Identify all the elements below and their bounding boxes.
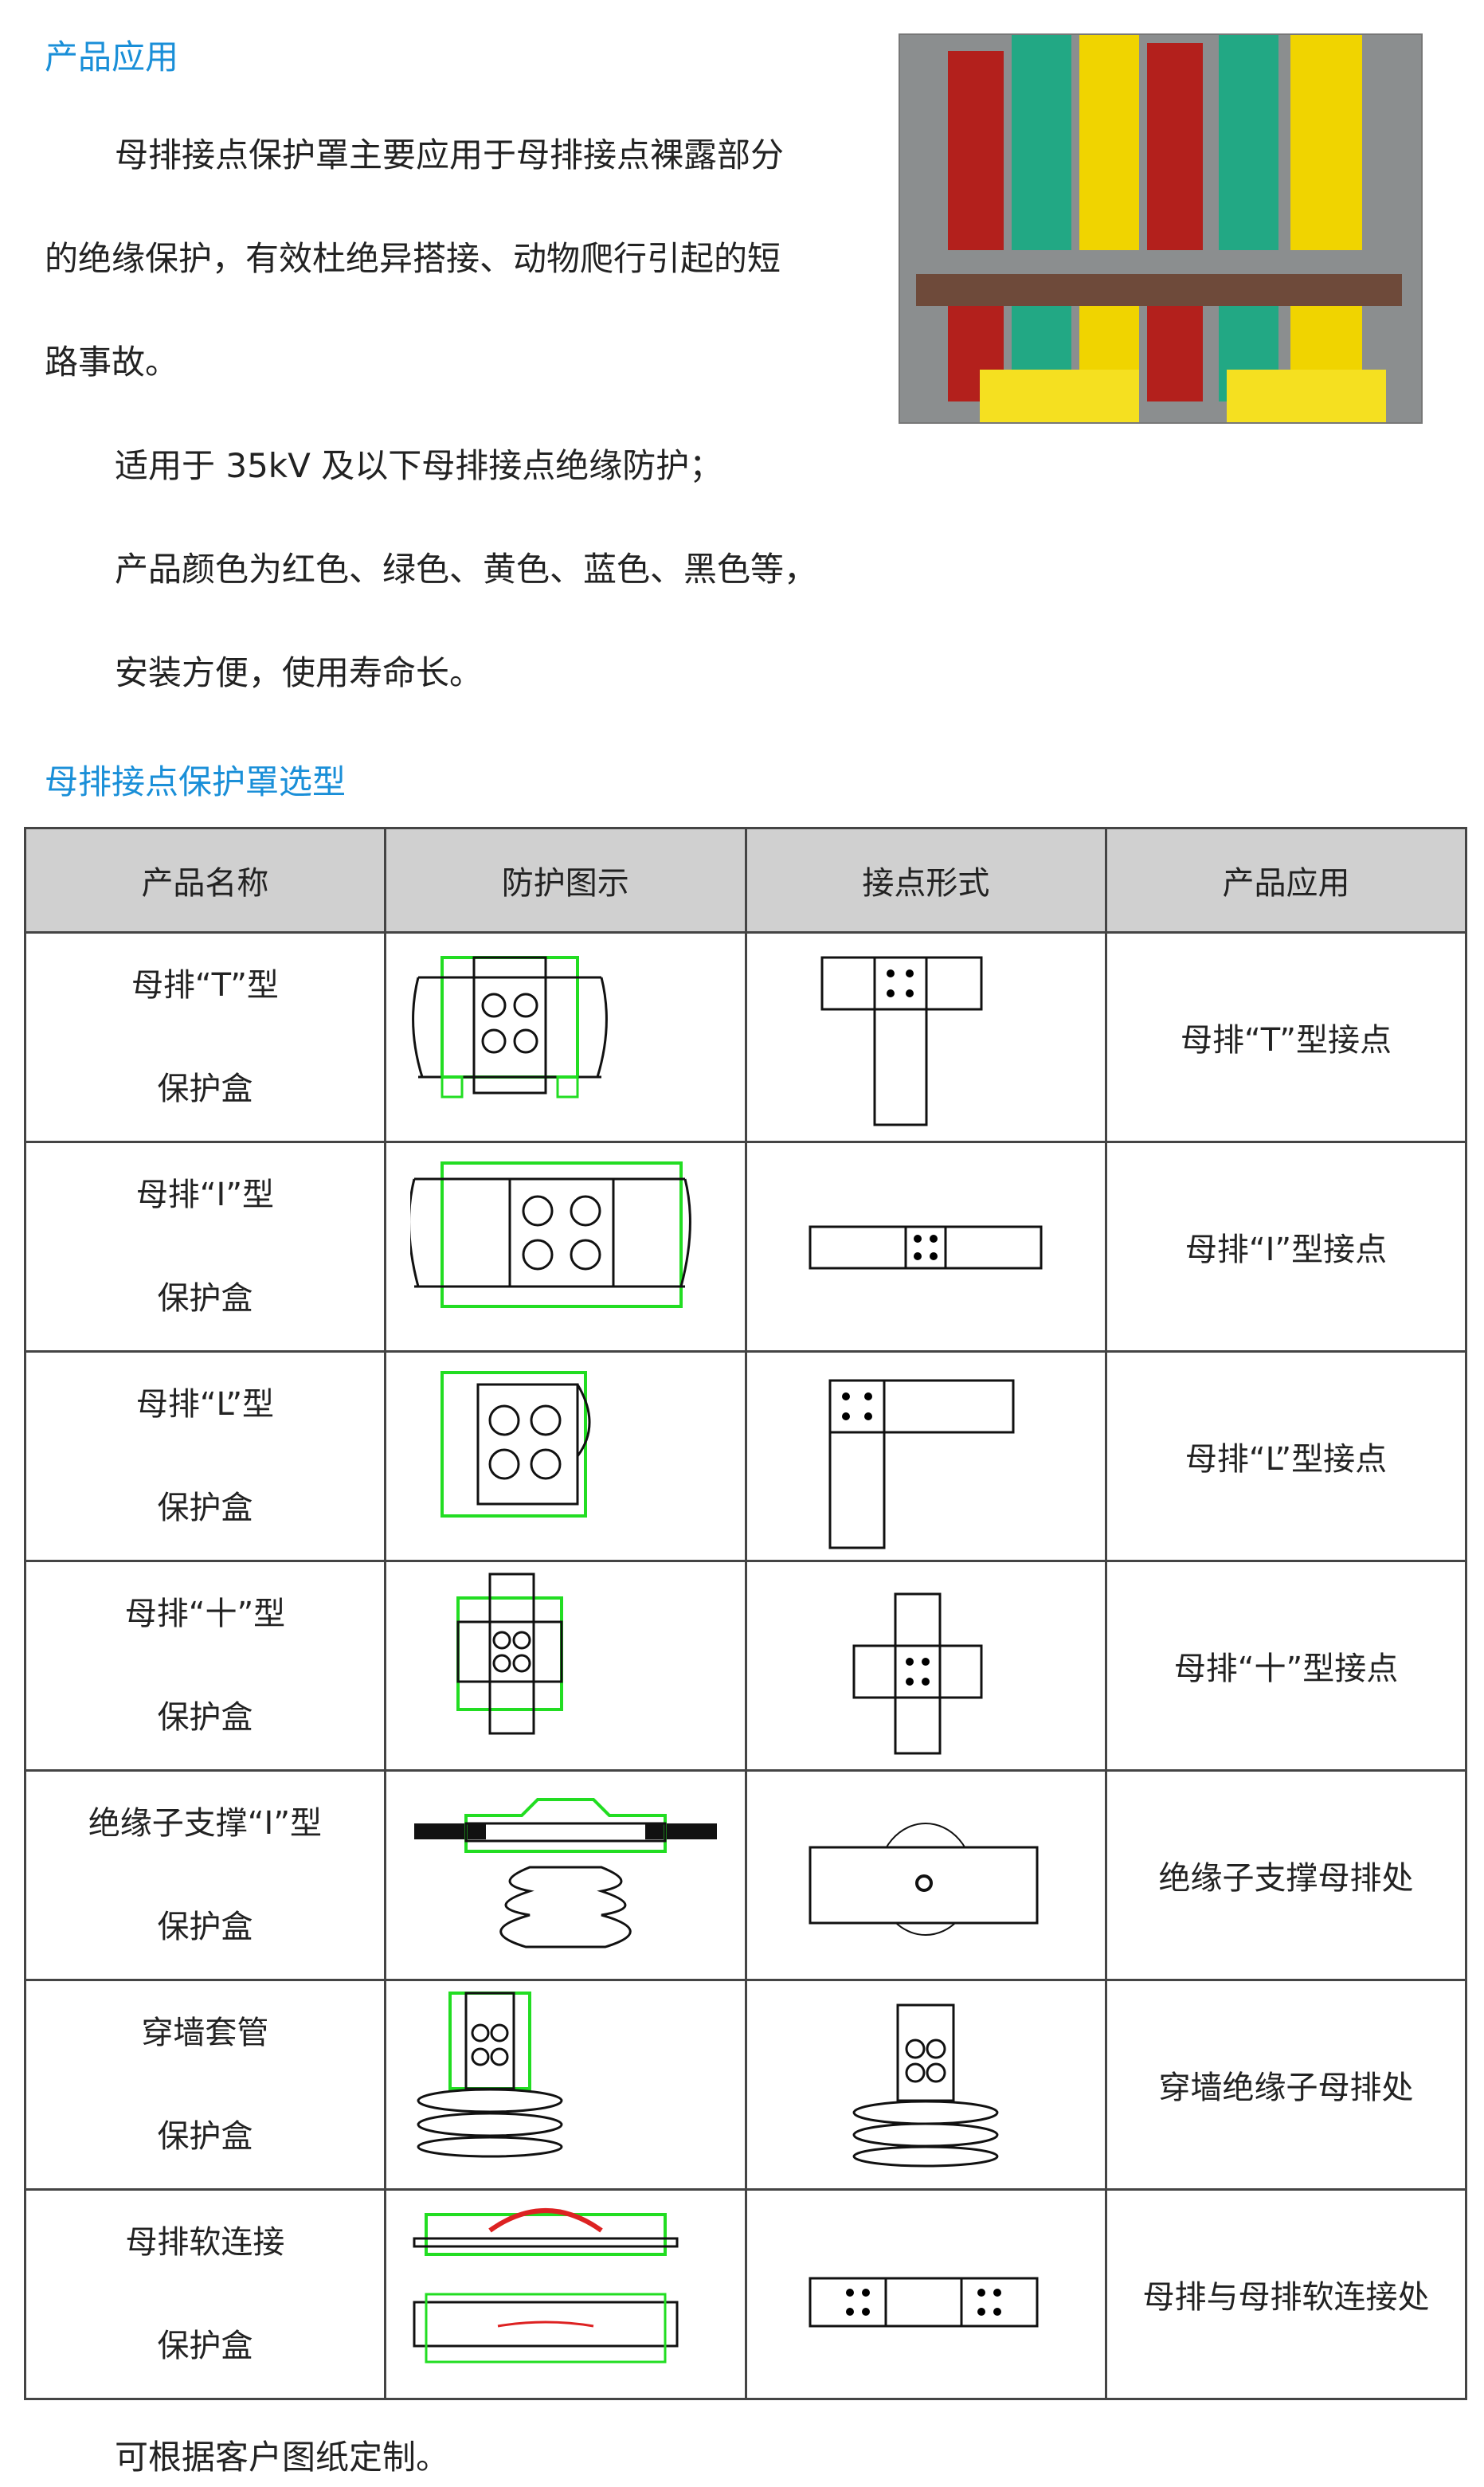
product-name-cell: 母排“十”型保护盒 bbox=[24, 1560, 386, 1772]
application-cell: 母排“十”型接点 bbox=[1105, 1560, 1467, 1772]
protection-diagram bbox=[413, 2208, 679, 2364]
protection-diagram bbox=[411, 956, 608, 1099]
intro-line: 产品颜色为红色、绿色、黄色、蓝色、黑色等， bbox=[115, 550, 818, 589]
product-name: 母排“L”型 bbox=[135, 1386, 275, 1423]
intro-line: 母排接点保护罩主要应用于母排接点裸露部分 bbox=[115, 135, 785, 174]
table-row: 母排“I”型保护盒 母排“I”型接点 bbox=[24, 1141, 1467, 1353]
product-name-cell: 母排软连接保护盒 bbox=[24, 2188, 386, 2400]
section-heading-selection: 母排接点保护罩选型 bbox=[45, 762, 347, 801]
protection-diagram bbox=[417, 1992, 563, 2158]
product-name-cell: 母排“I”型保护盒 bbox=[24, 1141, 386, 1353]
table-row: 母排“T”型保护盒 母排“T”型接点 bbox=[24, 931, 1467, 1143]
intro-line: 安装方便，使用寿命长。 bbox=[115, 653, 484, 692]
protection-diagram-cell bbox=[383, 1350, 747, 1562]
contact-form-diagram bbox=[820, 956, 983, 1126]
table-row: 母排“L”型保护盒 母排“L”型接点 bbox=[24, 1350, 1467, 1562]
contact-form-cell bbox=[744, 2188, 1108, 2400]
contact-form-cell bbox=[744, 1141, 1108, 1353]
product-name-suffix: 保护盒 bbox=[157, 1699, 253, 1736]
product-name-suffix: 保护盒 bbox=[157, 2328, 253, 2364]
product-name: 绝缘子支撑“I”型 bbox=[88, 1805, 323, 1842]
contact-form-cell bbox=[744, 931, 1108, 1143]
protection-diagram-cell bbox=[383, 1141, 747, 1353]
protection-diagram-cell bbox=[383, 2188, 747, 2400]
column-header: 防护图示 bbox=[383, 827, 747, 934]
contact-form-diagram bbox=[828, 1379, 1015, 1549]
application-cell: 母排“I”型接点 bbox=[1105, 1141, 1467, 1353]
product-name-suffix: 保护盒 bbox=[157, 1071, 253, 1107]
protection-diagram bbox=[413, 1798, 717, 1948]
product-name-suffix: 保护盒 bbox=[157, 1280, 253, 1317]
contact-form-diagram bbox=[852, 1592, 983, 1755]
contact-form-diagram bbox=[852, 2003, 999, 2168]
table-row: 绝缘子支撑“I”型保护盒 绝缘子支撑母排处 bbox=[24, 1769, 1467, 1981]
product-name-suffix: 保护盒 bbox=[157, 2118, 253, 2155]
product-name: 母排“I”型 bbox=[135, 1177, 275, 1213]
product-name-suffix: 保护盒 bbox=[157, 1909, 253, 1945]
protection-diagram-cell bbox=[383, 1769, 747, 1981]
column-header: 接点形式 bbox=[744, 827, 1108, 934]
product-name: 母排“T”型 bbox=[131, 967, 279, 1004]
selection-table: 产品名称 防护图示 接点形式 产品应用 母排“T”型保护盒 母排“T”型接点母排… bbox=[24, 827, 1467, 2400]
contact-form-diagram bbox=[809, 1225, 1043, 1270]
contact-form-cell bbox=[744, 1350, 1108, 1562]
footer-note: 可根据客户图纸定制。 bbox=[115, 2438, 450, 2477]
contact-form-cell bbox=[744, 1769, 1108, 1981]
contact-form-cell bbox=[744, 1979, 1108, 2191]
intro-line: 适用于 35kV 及以下母排接点绝缘防护； bbox=[115, 446, 723, 485]
table-row: 穿墙套管保护盒 穿墙绝缘子母排处 bbox=[24, 1979, 1467, 2191]
protection-diagram bbox=[456, 1572, 563, 1735]
column-header: 产品应用 bbox=[1105, 827, 1467, 934]
product-name: 穿墙套管 bbox=[141, 2015, 269, 2051]
protection-diagram-cell bbox=[383, 931, 747, 1143]
application-cell: 母排与母排软连接处 bbox=[1105, 2188, 1467, 2400]
protection-diagram-cell bbox=[383, 1560, 747, 1772]
application-cell: 母排“L”型接点 bbox=[1105, 1350, 1467, 1562]
product-name-suffix: 保护盒 bbox=[157, 1490, 253, 1526]
contact-form-diagram bbox=[809, 2277, 1039, 2328]
product-photo bbox=[899, 33, 1423, 424]
protection-diagram-cell bbox=[383, 1979, 747, 2191]
product-name-cell: 母排“L”型保护盒 bbox=[24, 1350, 386, 1562]
product-name: 母排“十”型 bbox=[124, 1596, 286, 1632]
application-cell: 母排“T”型接点 bbox=[1105, 931, 1467, 1143]
product-name-cell: 绝缘子支撑“I”型保护盒 bbox=[24, 1769, 386, 1981]
product-name-cell: 穿墙套管保护盒 bbox=[24, 1979, 386, 2191]
product-name-cell: 母排“T”型保护盒 bbox=[24, 931, 386, 1143]
column-header: 产品名称 bbox=[24, 827, 386, 934]
application-cell: 穿墙绝缘子母排处 bbox=[1105, 1979, 1467, 2191]
table-row: 母排“十”型保护盒 母排“十”型接点 bbox=[24, 1560, 1467, 1772]
intro-line: 的绝缘保护，有效杜绝异搭接、动物爬行引起的短 bbox=[45, 239, 781, 278]
application-cell: 绝缘子支撑母排处 bbox=[1105, 1769, 1467, 1981]
product-name: 母排软连接 bbox=[125, 2224, 285, 2261]
section-heading-application: 产品应用 bbox=[45, 37, 179, 76]
contact-form-diagram bbox=[809, 1823, 1039, 1936]
protection-diagram bbox=[440, 1371, 591, 1518]
intro-line: 路事故。 bbox=[45, 343, 179, 382]
contact-form-cell bbox=[744, 1560, 1108, 1772]
table-row: 母排软连接保护盒 母排与母排软连接处 bbox=[24, 2188, 1467, 2400]
protection-diagram bbox=[409, 1161, 691, 1308]
